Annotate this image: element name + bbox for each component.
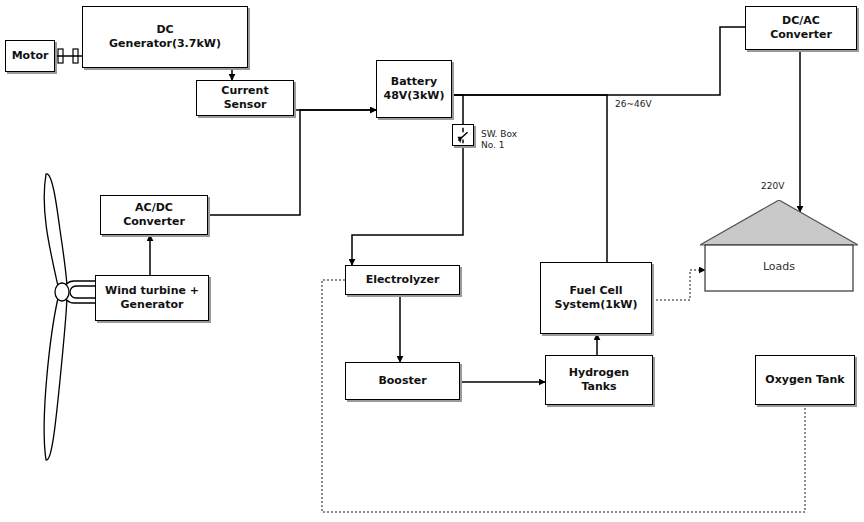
node-label: Loads <box>705 260 853 274</box>
roof-shape <box>700 200 858 245</box>
node-label: Current Sensor <box>201 84 289 112</box>
motor-box: Motor <box>5 40 55 72</box>
sensor-box: Current Sensor <box>196 80 294 116</box>
house-body <box>705 245 853 291</box>
voltage-label: 220V <box>760 181 785 191</box>
node-label: Battery 48V(3kW) <box>381 75 447 103</box>
node-label: Wind turbine + Generator <box>100 284 204 312</box>
switch-symbol <box>453 125 473 145</box>
converter-box: DC/AC Converter <box>745 6 857 50</box>
node-label: Electrolyzer <box>366 273 440 287</box>
generator-box: DC Generator(3.7kW) <box>82 6 248 68</box>
power-line <box>452 95 607 262</box>
battery-box: Battery 48V(3kW) <box>376 60 452 118</box>
node-label: Booster <box>378 374 426 388</box>
power-line <box>596 334 598 355</box>
node-label: DC/AC Converter <box>750 14 852 42</box>
power-line <box>399 295 401 362</box>
power-line <box>460 381 545 383</box>
node-label: AC/DC Converter <box>105 201 203 229</box>
booster-box: Booster <box>345 362 460 400</box>
dotted-link <box>652 270 705 300</box>
power-line <box>55 55 82 57</box>
switch-box: SW. Box No. 1 <box>452 124 474 146</box>
electrolyzer-box: Electrolyzer <box>345 265 460 295</box>
turbine-generator-box: Wind turbine + Generator <box>95 275 209 321</box>
power-line <box>231 68 233 80</box>
loads-house: Loads <box>700 200 858 292</box>
fuel-cell-box: Fuel Cell System(1kW) <box>540 262 652 334</box>
house-outline <box>700 200 858 292</box>
node-label: Oxygen Tank <box>765 373 844 387</box>
tank-box: Oxygen Tank <box>755 355 855 405</box>
power-line <box>208 110 376 215</box>
node-label: Motor <box>12 49 49 63</box>
power-line <box>352 146 463 265</box>
voltage-label: 26~46V <box>614 99 653 109</box>
tank-box: Hydrogen Tanks <box>545 355 653 405</box>
power-line <box>149 235 151 275</box>
node-label: Hydrogen Tanks <box>550 366 648 394</box>
node-label: SW. Box No. 1 <box>481 129 533 151</box>
node-label: Fuel Cell System(1kW) <box>545 284 647 312</box>
power-line <box>452 95 463 124</box>
converter-box: AC/DC Converter <box>100 195 208 235</box>
power-line <box>452 27 745 95</box>
node-label: DC Generator(3.7kW) <box>105 23 225 51</box>
power-line <box>799 50 801 212</box>
wind-turbine-figure <box>44 174 95 460</box>
